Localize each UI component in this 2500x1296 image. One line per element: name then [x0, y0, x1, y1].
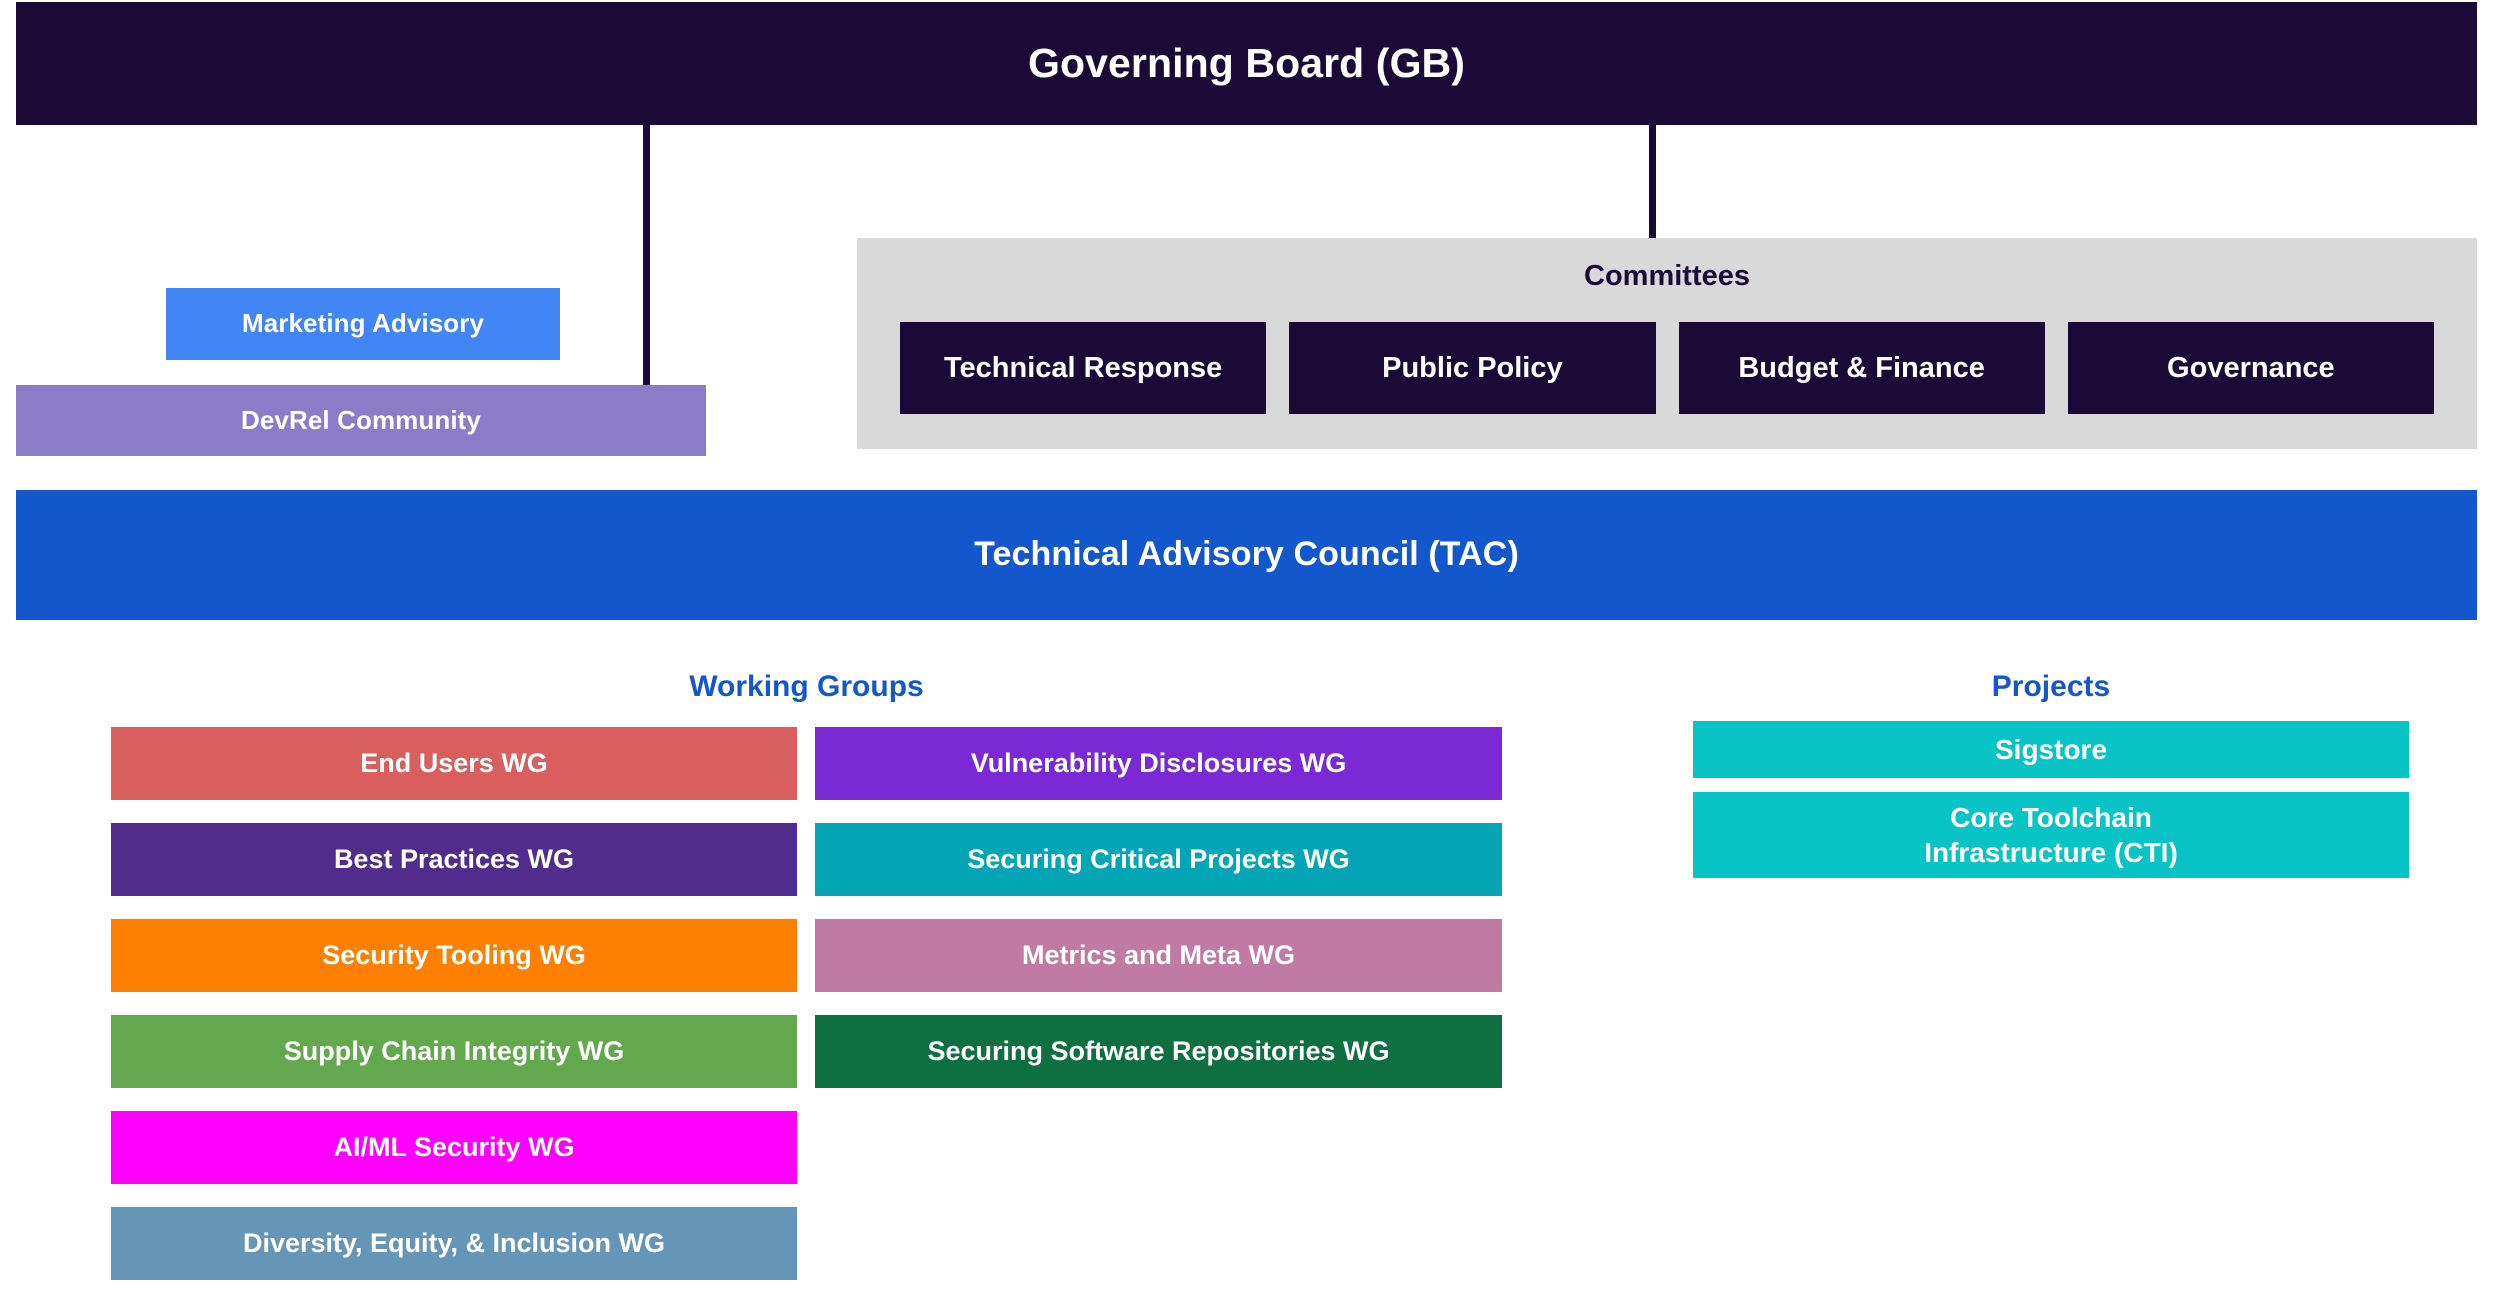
connector-line-left	[643, 125, 650, 387]
project-box[interactable]: Sigstore	[1693, 721, 2409, 778]
working-group-box[interactable]: Diversity, Equity, & Inclusion WG	[111, 1207, 797, 1280]
project-box[interactable]: Core Toolchain Infrastructure (CTI)	[1693, 792, 2409, 878]
projects-column: Sigstore Core Toolchain Infrastructure (…	[1693, 721, 2409, 878]
working-group-box[interactable]: AI/ML Security WG	[111, 1111, 797, 1184]
committee-box[interactable]: Public Policy	[1289, 322, 1656, 414]
working-group-box[interactable]: Best Practices WG	[111, 823, 797, 896]
working-group-box[interactable]: Vulnerability Disclosures WG	[815, 727, 1502, 800]
marketing-advisory-box[interactable]: Marketing Advisory	[166, 288, 560, 360]
working-group-box[interactable]: Security Tooling WG	[111, 919, 797, 992]
committee-box[interactable]: Technical Response	[900, 322, 1267, 414]
working-group-box[interactable]: End Users WG	[111, 727, 797, 800]
technical-advisory-council-box[interactable]: Technical Advisory Council (TAC)	[16, 490, 2477, 620]
working-group-box[interactable]: Metrics and Meta WG	[815, 919, 1502, 992]
committees-panel: Committees Technical Response Public Pol…	[857, 238, 2477, 449]
projects-heading: Projects	[1991, 670, 2111, 703]
connector-line-right	[1649, 125, 1656, 239]
working-groups-heading: Working Groups	[689, 670, 924, 703]
working-group-box[interactable]: Securing Software Repositories WG	[815, 1015, 1502, 1088]
committees-row: Technical Response Public Policy Budget …	[900, 322, 2434, 414]
working-groups-column-2: Vulnerability Disclosures WG Securing Cr…	[815, 727, 1502, 1088]
committee-box[interactable]: Budget & Finance	[1678, 322, 2045, 414]
committees-title: Committees	[1584, 260, 1750, 292]
working-group-box[interactable]: Securing Critical Projects WG	[815, 823, 1502, 896]
governing-board-box[interactable]: Governing Board (GB)	[16, 2, 2477, 125]
committee-box[interactable]: Governance	[2067, 322, 2434, 414]
working-group-box[interactable]: Supply Chain Integrity WG	[111, 1015, 797, 1088]
devrel-community-box[interactable]: DevRel Community	[16, 385, 706, 456]
working-groups-column-1: End Users WG Best Practices WG Security …	[111, 727, 797, 1280]
